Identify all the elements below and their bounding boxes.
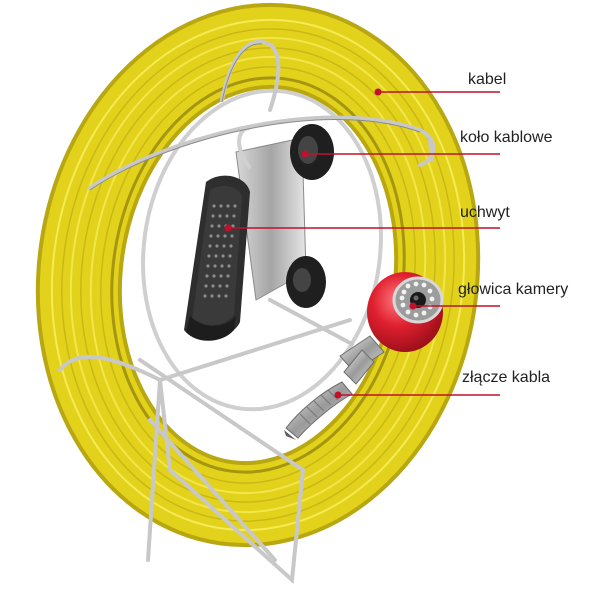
camera-head [367, 272, 444, 352]
wire-frame [58, 39, 436, 585]
wire-frame-shadow [89, 43, 421, 191]
reel-hub [141, 88, 383, 412]
label-handle: uchwyt [460, 204, 510, 221]
cable-wheel [286, 124, 334, 308]
label-camera-head: głowica kamery [458, 281, 569, 298]
label-cable-wheel: koło kablowe [460, 129, 553, 146]
leader-lines [228, 91, 500, 396]
label-cable-connector: złącze kabla [462, 369, 551, 386]
handle [184, 175, 250, 341]
leader-dots [224, 88, 417, 399]
label-cable: kabel [468, 71, 507, 88]
